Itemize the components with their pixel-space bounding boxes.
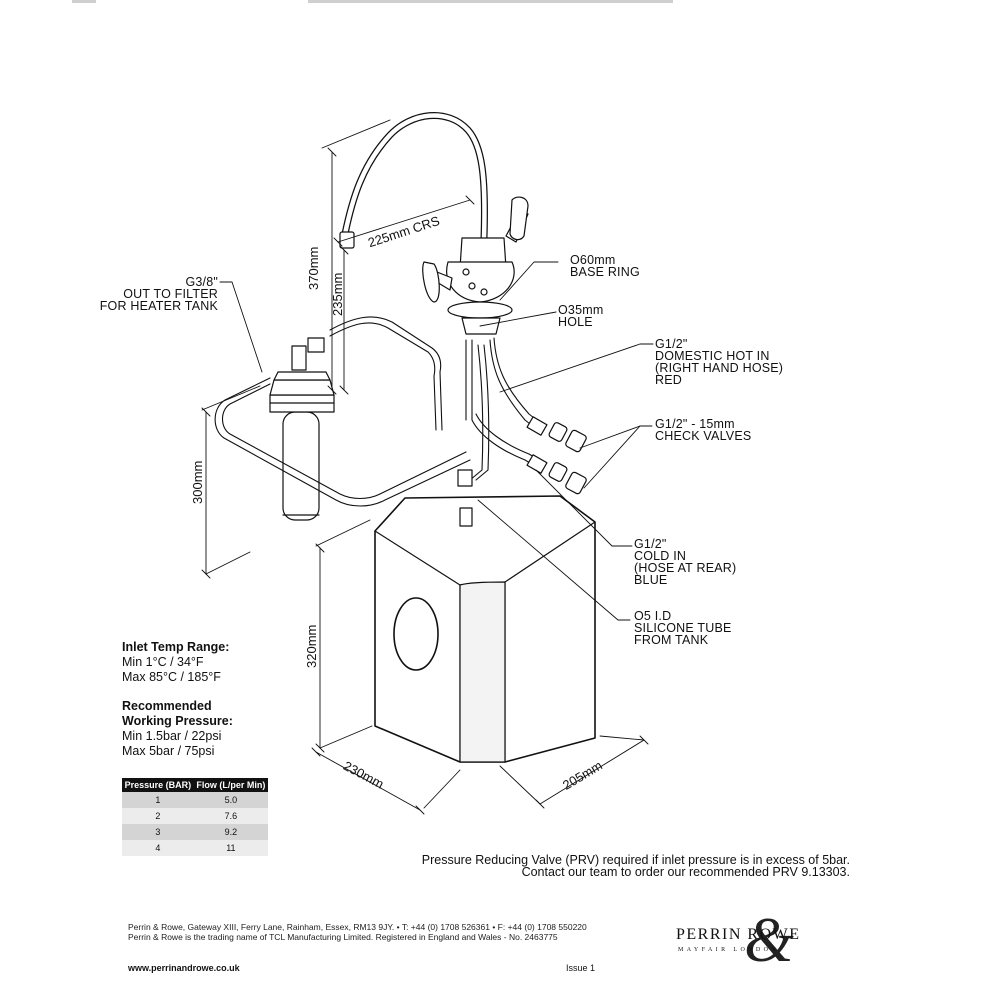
website-link[interactable]: www.perrinandrowe.co.uk xyxy=(128,963,240,973)
dimension-lines xyxy=(201,119,649,815)
temp-range-title: Inlet Temp Range: xyxy=(122,640,230,654)
prv-note: Pressure Reducing Valve (PRV) required i… xyxy=(421,853,850,879)
footer-legal: Perrin & Rowe is the trading name of TCL… xyxy=(128,932,558,942)
pressure-title-line2: Working Pressure: xyxy=(122,714,233,728)
label-line: (HOSE AT REAR) xyxy=(634,561,737,575)
hose-fittings xyxy=(457,416,548,527)
leader-lines xyxy=(219,261,654,621)
dimension-320: 320mm xyxy=(304,624,319,668)
top-rule-left xyxy=(72,0,96,3)
dimension-235: 235mm xyxy=(330,272,345,316)
column-header-pressure: Pressure (BAR) xyxy=(122,778,194,792)
label-base-ring: O60mm BASE RING xyxy=(570,253,640,279)
hose-loop xyxy=(214,316,471,507)
temp-min: Min 1°C / 34°F xyxy=(122,655,204,669)
table-cell: 9.2 xyxy=(193,824,268,840)
table-row: 3 9.2 xyxy=(122,824,268,840)
table-cell: 2 xyxy=(122,808,194,824)
boiling-water-tap xyxy=(339,112,529,335)
table-row: 1 5.0 xyxy=(122,792,268,808)
table-cell: 4 xyxy=(122,840,194,856)
label-line: (RIGHT HAND HOSE) xyxy=(655,361,784,375)
table-cell: 11 xyxy=(193,840,268,856)
dimension-300: 300mm xyxy=(190,460,205,504)
table-row: 4 11 xyxy=(122,840,268,856)
label-filter-outlet: G3/8" OUT TO FILTER FOR HEATER TANK xyxy=(80,275,218,313)
check-valve-1 xyxy=(548,422,587,453)
table-cell: 5.0 xyxy=(193,792,268,808)
table-row: 2 7.6 xyxy=(122,808,268,824)
label-line: G1/2" xyxy=(634,537,667,551)
label-line: RED xyxy=(655,373,682,387)
label-line: G3/8" xyxy=(185,275,218,289)
label-line: O5 I.D xyxy=(634,609,672,623)
label-line: COLD IN xyxy=(634,549,687,563)
issue-number: Issue 1 xyxy=(566,963,596,973)
table-cell: 3 xyxy=(122,824,194,840)
tank-circle-panel xyxy=(393,597,439,671)
label-cold-in: G1/2" COLD IN (HOSE AT REAR) BLUE xyxy=(634,537,737,587)
label-check-valves: G1/2" - 15mm CHECK VALVES xyxy=(655,417,752,443)
label-line: SILICONE TUBE xyxy=(634,621,732,635)
label-line: BASE RING xyxy=(570,265,640,279)
label-line: OUT TO FILTER xyxy=(123,287,218,301)
pressure-title-line1: Recommended xyxy=(122,699,212,713)
brand-tagline: MAYFAIR LONDON xyxy=(678,947,780,953)
label-line: FROM TANK xyxy=(634,633,709,647)
tap-tails xyxy=(465,337,540,481)
label-hole: O35mm HOLE xyxy=(558,303,604,329)
label-silicone-tube: O5 I.D SILICONE TUBE FROM TANK xyxy=(634,609,732,647)
dimension-370: 370mm xyxy=(306,246,321,290)
pressure-max: Max 5bar / 75psi xyxy=(122,744,215,758)
label-line: O35mm xyxy=(558,303,604,317)
water-filter xyxy=(269,337,335,521)
pressure-min: Min 1.5bar / 22psi xyxy=(122,729,222,743)
table-cell: 1 xyxy=(122,792,194,808)
top-rule-right xyxy=(308,0,673,3)
label-hot-in: G1/2" DOMESTIC HOT IN (RIGHT HAND HOSE) … xyxy=(655,337,784,387)
label-line: DOMESTIC HOT IN xyxy=(655,349,770,363)
table-header-row: Pressure (BAR) Flow (L/per Min) xyxy=(122,778,268,792)
label-line: BLUE xyxy=(634,573,668,587)
footer-address: Perrin & Rowe, Gateway XIII, Ferry Lane,… xyxy=(128,922,587,932)
temp-max: Max 85°C / 185°F xyxy=(122,670,221,684)
label-line: HOLE xyxy=(558,315,593,329)
prv-line-1: Pressure Reducing Valve (PRV) required i… xyxy=(421,853,850,867)
brand-ampersand: & xyxy=(744,904,794,975)
brand-name: PERRIN ROWE xyxy=(676,926,801,943)
water-tank xyxy=(374,495,596,763)
label-line: G1/2" - 15mm xyxy=(655,417,735,431)
prv-line-2: Contact our team to order our recommende… xyxy=(521,865,850,879)
label-line: O60mm xyxy=(570,253,616,267)
label-line: G1/2" xyxy=(655,337,688,351)
specifications: Inlet Temp Range: Min 1°C / 34°F Max 85°… xyxy=(122,640,233,759)
label-line: CHECK VALVES xyxy=(655,429,752,443)
column-header-flow: Flow (L/per Min) xyxy=(193,778,268,792)
brand-logo: & PERRIN ROWE MAYFAIR LONDON xyxy=(676,908,856,982)
check-valve-2 xyxy=(548,462,587,495)
label-line: FOR HEATER TANK xyxy=(99,299,218,313)
flow-table: Pressure (BAR) Flow (L/per Min) 1 5.0 2 … xyxy=(122,778,268,856)
table-cell: 7.6 xyxy=(193,808,268,824)
footer-info: Perrin & Rowe, Gateway XIII, Ferry Lane,… xyxy=(128,922,587,942)
